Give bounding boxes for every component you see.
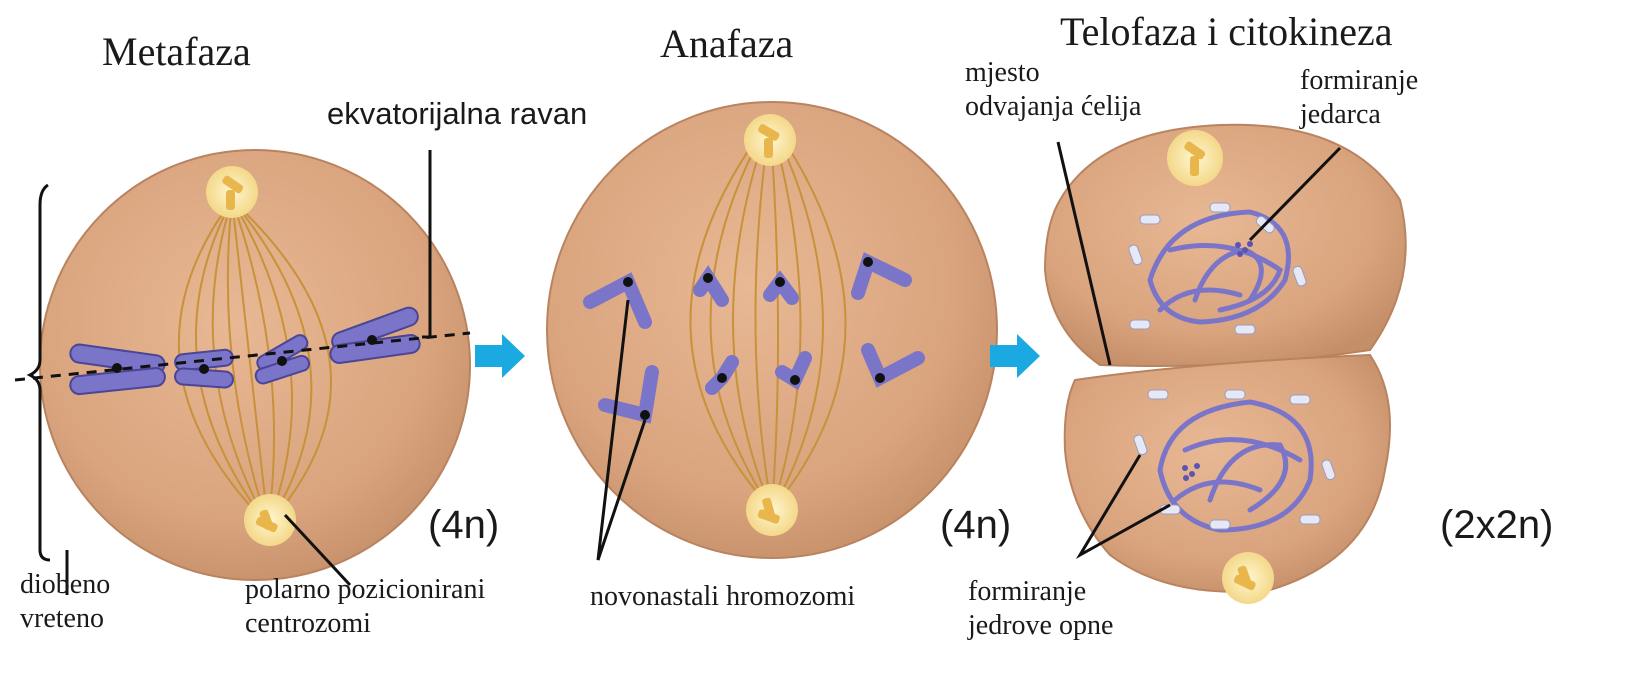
telophase-top-centrosome <box>1167 130 1223 186</box>
arrow-meta-to-ana <box>475 334 525 378</box>
anaphase-top-centrosome <box>744 114 796 166</box>
label-equatorial-plane: ekvatorijalna ravan <box>327 96 587 132</box>
ploidy-anaphase: (4n) <box>940 503 1011 548</box>
title-telophase: Telofaza i citokineza <box>1060 8 1393 55</box>
ploidy-metaphase: (4n) <box>428 503 499 548</box>
label-envelope-formation: formiranje jedrove opne <box>968 575 1113 643</box>
ploidy-telophase: (2x2n) <box>1440 503 1553 548</box>
label-new-chromosomes: novonastali hromozomi <box>590 580 855 614</box>
metaphase-cell <box>40 150 470 580</box>
telophase-bottom-centrosome <box>1222 552 1274 604</box>
label-nucleolus-formation: formiranje jedarca <box>1300 64 1418 132</box>
title-metaphase: Metafaza <box>102 28 251 75</box>
anaphase-bottom-centrosome <box>746 484 798 536</box>
label-spindle: diobeno vreteno <box>20 568 110 636</box>
anaphase-cell <box>547 102 997 558</box>
label-centrosomes: polarno pozicionirani centrozomi <box>245 573 485 641</box>
label-cleavage-site: mjesto odvajanja ćelija <box>965 56 1141 124</box>
metaphase-top-centrosome <box>206 166 258 218</box>
telophase-cells <box>1045 125 1406 604</box>
title-anaphase: Anafaza <box>660 20 793 67</box>
